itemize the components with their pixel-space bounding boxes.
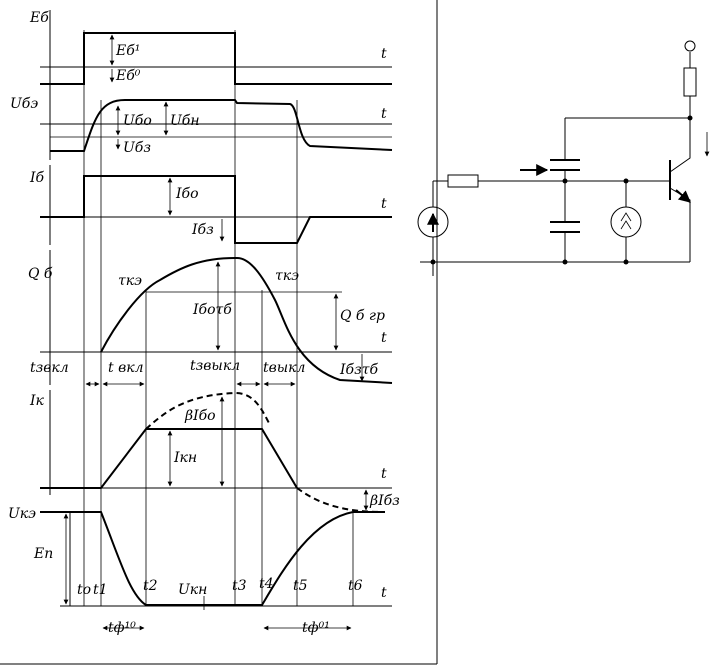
qb-t-label: t <box>381 330 387 346</box>
interval-markers: tзвкл t вкл tзвыкл tвыкл <box>30 358 305 387</box>
eb-level-low-label: Eб⁰ <box>115 68 141 84</box>
ik-i-kn-label: Iкн <box>173 450 197 466</box>
uke-t-label: t <box>381 585 387 601</box>
ube-u-bo-label: Uбо <box>123 113 152 129</box>
qb-axis-label: Q б <box>28 266 53 282</box>
ik-axis-label: Iк <box>29 393 45 409</box>
eb-t-label: t <box>381 46 387 62</box>
uke-u-kn-label: Uкн <box>178 582 207 598</box>
ube-u-bz-label: Uбз <box>123 140 151 156</box>
ik-t-label: t <box>381 466 387 482</box>
ib-i-bo-label: Iбо <box>175 186 199 202</box>
uke-t0-label: to <box>77 582 91 598</box>
uke-axis-label: Uкэ <box>8 506 36 522</box>
ube-axis-label: Uбэ <box>10 96 38 112</box>
qb-q-gr-label: Q б гр <box>340 308 385 324</box>
interval-t-zvykl: tзвыкл <box>190 358 240 374</box>
eb-axis-label: Eб <box>29 10 49 26</box>
ube-u-bn-label: Uбн <box>170 113 200 129</box>
qb-charge-neg-label: Iбзτб <box>339 362 378 378</box>
ik-waveform: Iк t βIбо Iкн βIбз <box>29 390 400 513</box>
uke-t2-label: t2 <box>143 578 158 594</box>
ube-t-label: t <box>381 106 387 122</box>
ik-beta-ibz-label: βIбз <box>369 493 400 509</box>
uke-t3-label: t3 <box>232 578 247 594</box>
ib-i-bz-label: Iбз <box>191 222 214 238</box>
ib-t-label: t <box>381 196 387 212</box>
qb-charge-label: Iбоτб <box>192 302 232 318</box>
uke-tf01-label: tф⁰¹ <box>302 620 330 636</box>
interval-t-zvkl: tзвкл <box>30 360 69 376</box>
interval-t-vkl: t вкл <box>108 360 144 376</box>
eb-waveform: Eб t Eб¹ Eб⁰ <box>29 10 392 100</box>
uke-waveform: Uкэ t Eп Uкн to t1 t2 t3 t4 t5 t6 tф¹⁰ t… <box>8 506 392 636</box>
qb-tau-rise-label: τкэ <box>118 273 142 289</box>
qb-waveform: Q б t τкэ τкэ Iбоτб Q б гр Iбзτб <box>28 250 393 385</box>
ib-waveform: Iб t Iбо Iбз <box>29 165 392 245</box>
circuit-schematic <box>417 40 710 276</box>
interval-t-vykl: tвыкл <box>263 360 305 376</box>
eb-level-high-label: Eб¹ <box>115 43 140 59</box>
uke-t4-label: t4 <box>259 576 274 592</box>
ib-axis-label: Iб <box>29 170 45 186</box>
ube-waveform: Uбэ t Uбо Uбн Uбз <box>10 96 393 160</box>
uke-e-n-label: Eп <box>33 546 53 562</box>
uke-t5-label: t5 <box>293 578 308 594</box>
uke-t6-label: t6 <box>348 578 363 594</box>
frame <box>0 0 438 665</box>
time-reference-lines <box>83 30 354 606</box>
qb-tau-fall-label: τкэ <box>275 268 299 284</box>
ik-beta-ibo-label: βIбо <box>184 408 216 424</box>
uke-tf10-label: tф¹⁰ <box>108 620 136 636</box>
uke-t1-label: t1 <box>93 582 108 598</box>
